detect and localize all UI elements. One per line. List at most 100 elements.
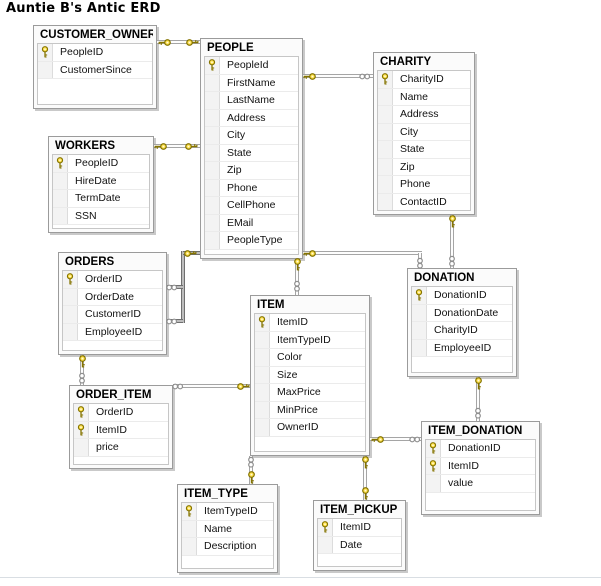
field-name: CharityID — [434, 324, 478, 337]
row-selector — [412, 304, 427, 321]
field-name: Phone — [227, 181, 258, 194]
primary-key-icon — [182, 503, 197, 520]
many-icon — [165, 314, 179, 328]
row-selector — [378, 176, 393, 193]
key-icon — [75, 354, 89, 368]
row-selector — [378, 158, 393, 175]
field-name: ContactID — [400, 195, 447, 208]
field-row: EmployeeID — [63, 323, 162, 341]
key-icon — [244, 470, 258, 484]
field-row: CustomerSince — [38, 61, 152, 79]
field-row: PeopleId — [205, 57, 298, 75]
row-selector — [38, 61, 53, 78]
rel-people-charity[interactable] — [303, 74, 373, 78]
many-icon — [290, 279, 304, 293]
row-selector — [255, 349, 270, 366]
rel-charity-donation[interactable] — [450, 215, 454, 268]
field-row: HireDate — [53, 172, 149, 190]
field-row: OwnerID — [255, 419, 365, 437]
table-title: ITEM — [257, 299, 285, 311]
field-name: DonationID — [448, 442, 501, 455]
table-title: ITEM_TYPE — [184, 488, 248, 500]
key-icon — [153, 139, 167, 153]
rel-item-orderitem[interactable] — [173, 384, 250, 388]
primary-key-icon — [318, 519, 333, 536]
field-row: State — [378, 141, 470, 159]
many-icon — [445, 254, 459, 268]
field-row: OrderDate — [63, 288, 162, 306]
primary-key-icon — [74, 404, 89, 421]
field-row: FirstName — [205, 74, 298, 92]
field-name: PeopleID — [60, 46, 104, 59]
field-name: PeopleID — [75, 157, 119, 170]
field-name: CellPhone — [227, 199, 276, 212]
row-selector — [74, 439, 89, 456]
key-icon — [445, 214, 459, 228]
row-selector — [378, 141, 393, 158]
field-name: CustomerSince — [60, 63, 132, 76]
row-selector — [412, 322, 427, 339]
rel-item-itemdonation[interactable] — [370, 437, 421, 441]
field-name: Date — [340, 538, 363, 551]
field-row: SSN — [53, 207, 149, 225]
primary-key-icon — [53, 155, 68, 172]
rel-people-item[interactable] — [295, 259, 299, 295]
field-row: TermDate — [53, 190, 149, 208]
field-name: CharityID — [400, 73, 444, 86]
field-row: ItemID — [255, 314, 365, 332]
row-selector — [426, 475, 441, 492]
row-selector — [378, 193, 393, 210]
rel-itemtype-item[interactable] — [249, 456, 253, 484]
row-selector — [412, 339, 427, 356]
table-title: CUSTOMER_OWNER — [40, 29, 153, 41]
field-name: PeopleType — [227, 234, 283, 247]
table-title: DONATION — [414, 272, 475, 284]
key-icon — [370, 432, 384, 446]
key-icon — [358, 486, 372, 500]
row-selector — [205, 109, 220, 126]
primary-key-icon — [426, 457, 441, 474]
rel-donation-itemdonation[interactable] — [476, 377, 480, 421]
field-name: ItemID — [277, 316, 308, 329]
primary-key-icon — [205, 57, 220, 74]
row-selector — [182, 538, 197, 555]
rel-people-donation[interactable] — [303, 251, 422, 255]
canvas-bottom-border — [0, 577, 601, 578]
field-name: TermDate — [75, 192, 121, 205]
field-row: Address — [205, 109, 298, 127]
row-selector — [255, 331, 270, 348]
rel-orders-orderitem[interactable] — [80, 355, 84, 385]
primary-key-icon — [412, 287, 427, 304]
key-icon — [183, 246, 197, 260]
rel-workers-people[interactable] — [154, 144, 200, 148]
key-icon — [290, 257, 304, 271]
key-icon — [471, 376, 485, 390]
table-title: ITEM_DONATION — [428, 425, 523, 437]
field-name: ItemTypeID — [277, 333, 331, 346]
rel-item-itempickup[interactable] — [363, 456, 367, 500]
field-row: Address — [378, 106, 470, 124]
field-row: ItemTypeID — [182, 503, 273, 521]
field-name: Zip — [227, 164, 242, 177]
primary-key-icon — [63, 271, 78, 288]
field-name: Address — [227, 111, 266, 124]
field-grid: PeopleID CustomerSince — [37, 43, 153, 105]
rel-customerowner-people[interactable] — [157, 40, 200, 44]
field-row: City — [205, 127, 298, 145]
field-name: PeopleId — [227, 59, 269, 72]
table-customer-owner[interactable]: CUSTOMER_OWNER PeopleID CustomerSince — [33, 25, 157, 109]
